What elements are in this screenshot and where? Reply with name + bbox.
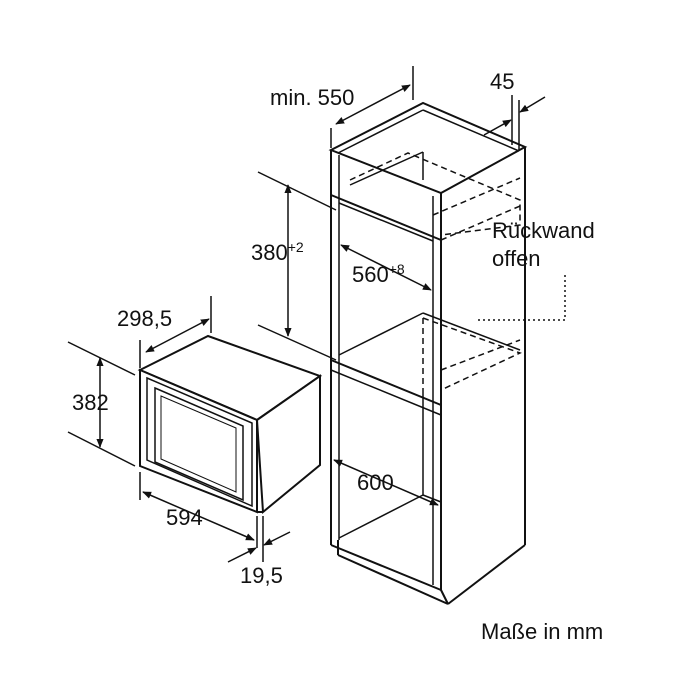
niche-width-value: 560 bbox=[352, 262, 389, 287]
back-wall-leader bbox=[475, 275, 566, 321]
label-niche-width: 560+8 bbox=[352, 261, 405, 287]
label-back-wall-line2: offen bbox=[492, 246, 541, 271]
label-cabinet-width: 600 bbox=[357, 470, 394, 495]
niche-height-tolerance: +2 bbox=[288, 239, 304, 255]
dimension-lines bbox=[67, 66, 546, 563]
label-device-height: 382 bbox=[72, 390, 109, 415]
open-back-wall-dashes bbox=[349, 152, 522, 391]
label-cabinet-depth: min. 550 bbox=[270, 85, 354, 110]
label-device-width: 594 bbox=[166, 505, 203, 530]
label-device-depth: 298,5 bbox=[117, 306, 172, 331]
label-rear-gap: 45 bbox=[490, 69, 514, 94]
tall-cabinet bbox=[328, 101, 528, 605]
label-back-wall-line1: Rückwand bbox=[492, 218, 595, 243]
label-units-note: Maße in mm bbox=[481, 619, 603, 644]
label-front-thickness: 19,5 bbox=[240, 563, 283, 588]
built-in-device bbox=[137, 334, 323, 515]
niche-width-tolerance: +8 bbox=[389, 261, 405, 277]
niche-height-value: 380 bbox=[251, 240, 288, 265]
label-niche-height: 380+2 bbox=[251, 239, 304, 265]
